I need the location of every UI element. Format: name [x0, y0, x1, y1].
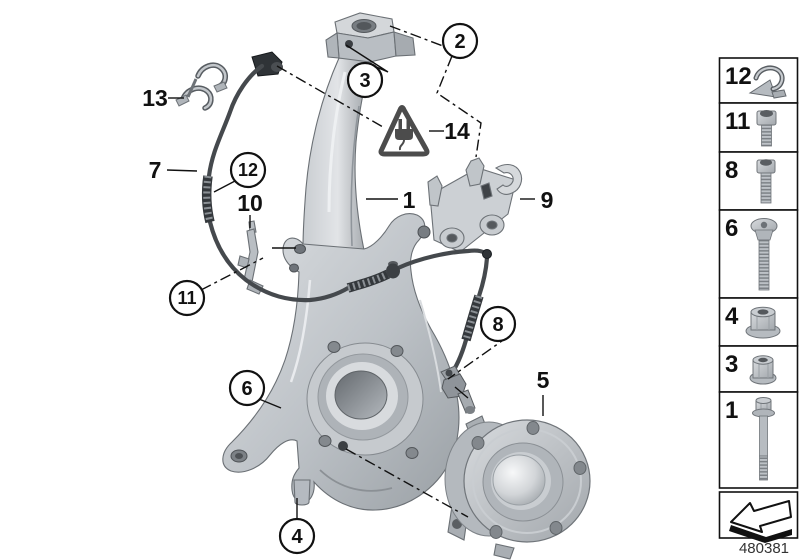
socket-head-screw-icon — [756, 159, 776, 204]
wheel-hub-drawing — [444, 415, 591, 560]
callout-1-label: 1 — [403, 187, 416, 213]
sidebar-item-8-label: 8 — [725, 157, 738, 184]
callout-1[interactable]: 1 — [403, 187, 416, 213]
abs-sensor-cable-drawing — [201, 51, 492, 414]
leader-lines — [166, 25, 544, 519]
socket-head-screw-icon — [756, 110, 777, 147]
callout-12-label: 12 — [238, 160, 258, 180]
steering-knuckle-drawing — [222, 12, 460, 511]
callout-11-label: 11 — [177, 288, 196, 308]
sidebar-item-12[interactable]: 12 — [718, 57, 799, 104]
callout-13-label: 13 — [142, 85, 168, 111]
callout-13[interactable]: 13 — [142, 85, 168, 111]
direction-arrow-icon — [729, 500, 792, 543]
cable-bracket-drawing — [427, 157, 523, 253]
callout-12[interactable]: 12 — [229, 151, 267, 189]
callout-14-label: 14 — [444, 118, 470, 144]
sidebar-item-3-label: 3 — [725, 351, 738, 378]
flange-head-bolt-icon — [752, 397, 775, 481]
flange-nut-icon — [745, 306, 781, 339]
callout-9[interactable]: 9 — [541, 187, 554, 213]
callout-5[interactable]: 5 — [537, 367, 550, 393]
sidebar-item-11[interactable]: 11 — [718, 102, 799, 153]
oval-head-screw-icon — [750, 218, 778, 291]
cable-clip-drawing — [175, 62, 228, 111]
callout-2-label: 2 — [454, 31, 465, 53]
callout-6[interactable]: 6 — [228, 369, 266, 407]
collar-nut-icon — [749, 355, 777, 385]
sidebar-item-6-label: 6 — [725, 215, 738, 242]
part-number: 480381 — [739, 540, 789, 557]
sidebar-item-4-label: 4 — [725, 303, 739, 330]
plug-warning-triangle-icon — [378, 105, 430, 157]
callout-7[interactable]: 7 — [149, 157, 162, 183]
callout-7-label: 7 — [149, 157, 162, 183]
callout-8-label: 8 — [492, 314, 503, 336]
sidebar-item-1[interactable]: 1 — [718, 391, 799, 489]
callout-8[interactable]: 8 — [479, 305, 517, 343]
sidebar-item-8[interactable]: 8 — [718, 151, 799, 211]
sidebar-item-6[interactable]: 6 — [718, 209, 799, 299]
sidebar-fastener-table: 12 11 8 — [718, 57, 799, 557]
callout-11[interactable]: 11 — [168, 279, 206, 317]
callout-5-label: 5 — [537, 367, 550, 393]
callout-4-label: 4 — [291, 526, 303, 548]
callout-4[interactable]: 4 — [278, 517, 316, 555]
callout-9-label: 9 — [541, 187, 554, 213]
sidebar-item-11-label: 11 — [725, 108, 750, 135]
callout-10[interactable]: 10 — [237, 190, 263, 216]
sidebar-item-1-label: 1 — [725, 397, 738, 424]
callout-14[interactable]: 14 — [444, 118, 470, 144]
callout-10-label: 10 — [237, 190, 263, 216]
callout-3-label: 3 — [359, 70, 370, 92]
callout-6-label: 6 — [241, 378, 252, 400]
sidebar-item-4[interactable]: 4 — [718, 297, 799, 347]
callout-2[interactable]: 2 — [441, 22, 479, 60]
direction-arrow-box — [718, 491, 799, 543]
sidebar-item-12-label: 12 — [725, 63, 752, 90]
retaining-clip-icon — [748, 65, 787, 99]
sidebar-item-3[interactable]: 3 — [718, 345, 799, 393]
callout-3[interactable]: 3 — [346, 61, 384, 99]
